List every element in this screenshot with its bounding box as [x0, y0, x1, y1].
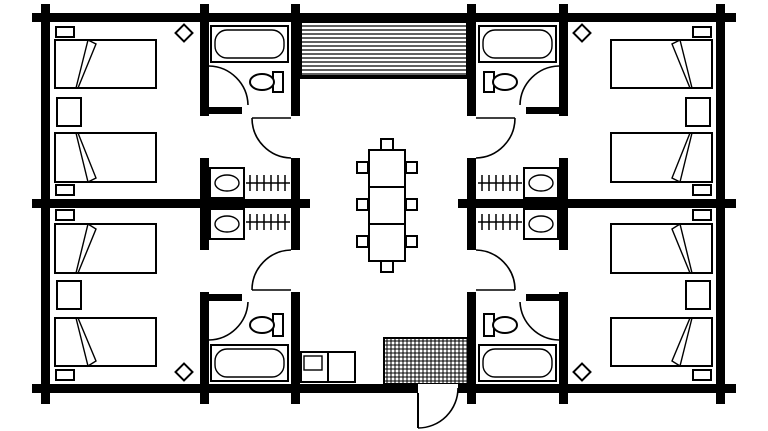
bed-icon	[610, 132, 713, 196]
doormat-icon	[383, 337, 469, 385]
bathtub-icon	[478, 344, 557, 382]
door-swing-icon	[475, 249, 516, 291]
bathtub-icon	[210, 344, 289, 382]
bathroom-bottom-right	[478, 301, 560, 382]
bed-icon	[610, 209, 713, 274]
toilet-icon	[249, 313, 284, 337]
stairs-icon	[300, 21, 468, 79]
chairs	[356, 138, 418, 273]
dining-table-icon	[368, 149, 406, 262]
bedroom-top-right	[572, 23, 713, 196]
chair-icon	[380, 138, 394, 151]
door-swing-icon	[475, 117, 516, 159]
door-swing-icon	[251, 249, 292, 291]
lamp-icon	[572, 23, 592, 43]
lamp-icon	[572, 362, 592, 382]
chair-icon	[405, 235, 418, 248]
entry-door[interactable]	[417, 384, 459, 429]
closet-right	[478, 167, 559, 240]
nightstand-icon	[685, 97, 711, 127]
chair-icon	[356, 235, 369, 248]
chair-icon	[356, 161, 369, 174]
chair-icon	[380, 260, 394, 273]
bathroom-top-left	[208, 25, 289, 106]
door-swing-icon	[251, 117, 292, 159]
closet-left	[209, 167, 290, 240]
toilet-icon	[483, 71, 518, 93]
exterior-walls	[32, 4, 736, 404]
chair-icon	[405, 198, 418, 211]
door-swing-icon	[208, 301, 249, 341]
door-swing-icon	[519, 301, 560, 341]
toilet-icon	[483, 313, 518, 337]
bed-icon	[610, 26, 713, 89]
hall-doors	[251, 117, 516, 291]
lamp-icon	[174, 23, 194, 43]
nightstand-icon	[685, 280, 711, 310]
bathroom-top-right	[478, 25, 560, 106]
chair-icon	[356, 198, 369, 211]
nightstand-icon	[56, 280, 82, 310]
bedroom-bottom-left	[54, 209, 194, 382]
bathtub-icon	[210, 25, 289, 63]
toilet-icon	[249, 71, 284, 93]
door-swing-icon	[519, 65, 560, 106]
chair-icon	[405, 161, 418, 174]
bathroom-bottom-left	[208, 301, 289, 382]
bathtub-icon	[478, 25, 557, 63]
kitchenette-icon	[300, 351, 356, 383]
lamp-icon	[174, 362, 194, 382]
bed-icon	[54, 26, 157, 89]
nightstand-icon	[56, 97, 82, 127]
bed-icon	[610, 317, 713, 381]
bedroom-bottom-right	[572, 209, 713, 382]
windows	[44, 16, 722, 390]
door-swing-icon	[208, 65, 249, 106]
bed-icon	[54, 317, 157, 381]
bed-icon	[54, 209, 157, 274]
bedroom-top-left	[54, 23, 194, 196]
bed-icon	[54, 132, 157, 196]
